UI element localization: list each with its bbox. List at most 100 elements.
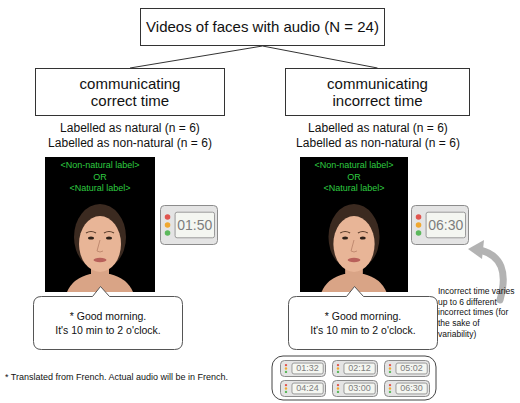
speech-text-area: * Good morning.It's 10 min to 2 o'clock. <box>288 296 438 350</box>
label-placeholder: <Natural label> <box>300 183 408 195</box>
label-placeholder: OR <box>45 172 155 184</box>
clock-screen: 04:24 <box>292 383 323 394</box>
condition-label: Labelled as non-natural (n = 6) <box>35 136 225 151</box>
clock-display <box>292 383 323 394</box>
clock-display <box>344 383 375 394</box>
annotation-note: Incorrect time varies up to 6 different … <box>438 286 520 339</box>
clock-button <box>389 387 391 389</box>
box-label: communicating incorrect time <box>318 75 438 110</box>
clock-display <box>175 212 214 238</box>
speech-text: It's 10 min to 2 o'clock. <box>310 323 416 337</box>
condition-label: Labelled as natural (n = 6) <box>35 121 225 136</box>
clock-body <box>281 361 326 377</box>
clock-button <box>389 367 391 369</box>
clock-display <box>292 363 323 374</box>
speech-text: * Good morning. <box>325 309 401 323</box>
clock-screen: 01:32 <box>292 363 323 374</box>
clock-display <box>344 363 375 374</box>
clock-screen: 02:12 <box>344 363 375 374</box>
eyebrow <box>358 232 368 234</box>
clock-body <box>281 381 326 397</box>
clock-digits: 04:24 <box>296 383 319 393</box>
clock-digits: 01:32 <box>296 363 319 373</box>
label-overlay: <Non-natural label>OR<Natural label> <box>300 160 408 195</box>
face-video-frame: <Non-natural label>OR<Natural label> <box>45 157 155 292</box>
label-placeholder: <Non-natural label> <box>300 160 408 172</box>
clock-button <box>285 364 287 366</box>
clock-button <box>165 222 171 228</box>
eye <box>360 236 366 239</box>
eyebrow <box>104 232 114 234</box>
clock-button <box>389 371 391 373</box>
clock-button <box>337 391 339 393</box>
clock-button <box>337 384 339 386</box>
clock-digits: 05:02 <box>400 363 423 373</box>
clock-button <box>285 367 287 369</box>
clock-button <box>389 384 391 386</box>
clock-digits: 06:30 <box>428 217 463 233</box>
label-overlay: <Non-natural label>OR<Natural label> <box>45 160 155 195</box>
clock-button <box>165 214 171 220</box>
clock-button <box>337 387 339 389</box>
clock-button <box>389 391 391 393</box>
clock-digits: 06:30 <box>400 383 423 393</box>
clock-body <box>385 361 430 377</box>
face-video-frame: <Non-natural label>OR<Natural label> <box>300 157 408 292</box>
face-skin <box>79 216 121 272</box>
eye <box>106 236 112 239</box>
clock-display <box>396 383 427 394</box>
speech-text: * Good morning. <box>70 309 146 323</box>
box-label: Videos of faces with audio (N = 24) <box>146 18 379 35</box>
clock-button <box>165 230 171 236</box>
clock-button <box>416 222 422 228</box>
clock-display <box>396 363 427 374</box>
digital-clock: 03:00 <box>332 380 378 397</box>
clock-button <box>285 384 287 386</box>
label-placeholder: <Non-natural label> <box>45 160 155 172</box>
clock-screen: 06:30 <box>426 212 465 238</box>
eye <box>342 236 348 239</box>
mouth <box>348 258 361 262</box>
clock-button <box>285 391 287 393</box>
eyebrow <box>340 232 350 234</box>
digital-clock: 06:30 <box>384 380 430 397</box>
nose <box>97 240 103 252</box>
speech-bubble: * Good morning.It's 10 min to 2 o'clock. <box>288 286 438 350</box>
eyebrow <box>86 232 96 234</box>
photo-background <box>300 157 408 292</box>
clock-body <box>412 206 469 245</box>
digital-clock: 06:30 <box>411 205 469 245</box>
face-skin <box>333 216 374 272</box>
speech-text: It's 10 min to 2 o'clock. <box>55 323 161 337</box>
clock-display <box>426 212 465 238</box>
clock-body <box>385 381 430 397</box>
clock-button <box>416 230 422 236</box>
speech-bubble: * Good morning.It's 10 min to 2 o'clock. <box>33 286 183 350</box>
clock-button <box>416 214 422 220</box>
speech-bubble-outline <box>34 287 183 350</box>
clock-button <box>337 371 339 373</box>
clock-digits: 02:12 <box>348 363 371 373</box>
footnote: * Translated from French. Actual audio w… <box>5 372 270 383</box>
condition-label: Labelled as non-natural (n = 6) <box>283 136 473 151</box>
nose <box>351 240 357 252</box>
connector-line <box>263 46 378 68</box>
digital-clock: 01:50 <box>160 205 218 245</box>
clock-screen: 01:50 <box>175 212 214 238</box>
clock-body <box>333 381 378 397</box>
digital-clock: 05:02 <box>384 360 430 377</box>
clock-group-bracket <box>272 356 436 400</box>
clock-button <box>285 387 287 389</box>
clock-button <box>389 364 391 366</box>
speech-bubble-outline <box>289 287 438 350</box>
digital-clock: 04:24 <box>280 380 326 397</box>
process-box: communicating correct time <box>35 68 225 116</box>
condition-label: Labelled as natural (n = 6) <box>283 121 473 136</box>
clock-screen: 05:02 <box>396 363 427 374</box>
mouth <box>94 258 107 262</box>
curved-arrow-head <box>468 240 484 259</box>
eye <box>88 236 94 239</box>
clock-screen: 03:00 <box>344 383 375 394</box>
speech-text-area: * Good morning.It's 10 min to 2 o'clock. <box>33 296 183 350</box>
